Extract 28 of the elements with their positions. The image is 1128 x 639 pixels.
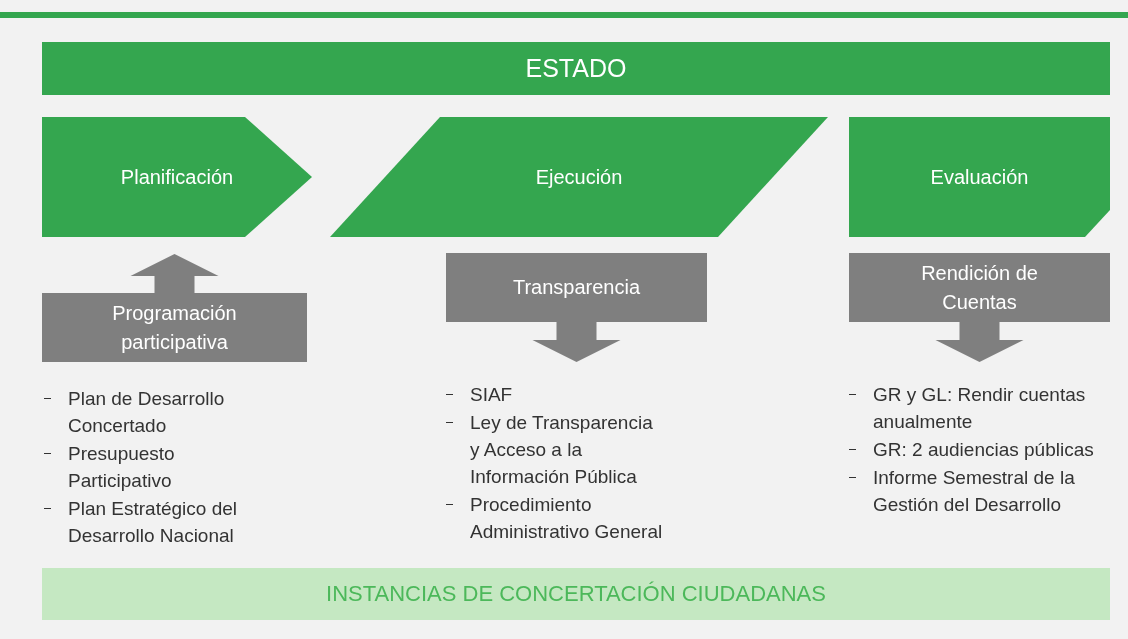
node-label: Programación participativa <box>111 300 238 355</box>
block-arrow <box>130 254 219 293</box>
process-box <box>849 253 1110 322</box>
list-item: Ley de Transparencia y Acceso a la Información Pública <box>470 411 654 489</box>
node-label: Ejecución <box>535 164 623 190</box>
stage-box <box>849 117 1110 237</box>
list-item: Informe Semestral de la Gestión del Desarrollo <box>873 466 1076 517</box>
stage-arrow-shape <box>42 117 312 237</box>
node-label: Rendición de Cuentas <box>920 260 1039 315</box>
stage-parallelogram <box>330 117 828 237</box>
node-label: INSTANCIAS DE CONCERTACIÓN CIUDADANAS <box>326 580 826 609</box>
list-item: Presupuesto Participativo <box>68 442 176 493</box>
node-label: Transparencia <box>512 275 641 300</box>
list-item: Plan Estratégico del Desarrollo Nacional <box>68 497 238 548</box>
block-arrow <box>532 322 621 362</box>
node-label: ESTADO <box>525 53 627 85</box>
list-item: SIAF <box>470 383 513 407</box>
list-item: GR y GL: Rendir cuentas anualmente <box>873 383 1087 434</box>
footer-band <box>42 568 1110 620</box>
block-arrow <box>935 322 1024 362</box>
header-band <box>42 42 1110 95</box>
process-box <box>446 253 707 322</box>
node-label: Evaluación <box>930 164 1029 190</box>
list-item: Plan de Desarrollo Concertado <box>68 387 226 438</box>
list-item: GR: 2 audiencias públicas <box>873 438 1094 462</box>
list-item: Procedimiento Administrativo General <box>470 493 664 544</box>
process-box <box>42 293 307 362</box>
node-label: Planificación <box>120 164 234 190</box>
